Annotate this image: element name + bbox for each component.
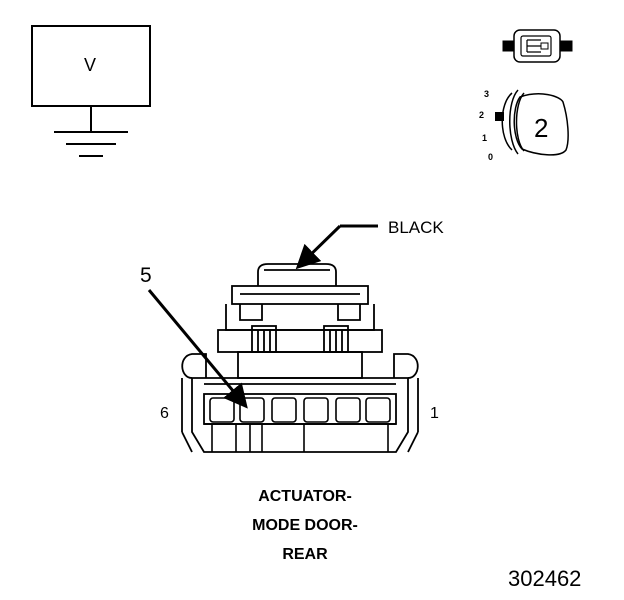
cavity-6 — [209, 397, 235, 423]
connector-title-line-2: MODE DOOR- — [252, 517, 358, 534]
voltmeter-label: V — [84, 55, 97, 75]
meter-probe-icon — [502, 29, 573, 63]
pin-6-label: 6 — [160, 405, 169, 422]
pin-5-callout: 5 — [140, 264, 152, 287]
selector-position-0: 0 — [488, 152, 494, 162]
connector-title-line-3: REAR — [282, 546, 328, 563]
selector-position-2: 2 — [479, 110, 485, 120]
connector-face — [181, 263, 419, 453]
connector-color-callout: BLACK — [388, 218, 444, 237]
cavity-3 — [303, 397, 329, 423]
voltmeter-symbol — [31, 25, 151, 157]
selector-setting: 2 — [534, 113, 549, 143]
pin-cavities — [209, 397, 391, 423]
figure-number: 302462 — [508, 566, 582, 591]
pin-5-callout-leader — [147, 289, 248, 409]
selector-position-3: 3 — [484, 89, 490, 99]
connector-lower-partitions — [211, 424, 389, 452]
connector-title-line-1: ACTUATOR- — [258, 488, 352, 505]
black-callout-leader — [295, 224, 378, 270]
pin-1-label: 1 — [430, 405, 439, 422]
selector-position-1: 1 — [482, 133, 488, 143]
cavity-2 — [335, 397, 361, 423]
cavity-1 — [365, 397, 391, 423]
selector-switch-icon — [495, 89, 569, 156]
cavity-5 — [239, 397, 265, 423]
cavity-4 — [271, 397, 297, 423]
